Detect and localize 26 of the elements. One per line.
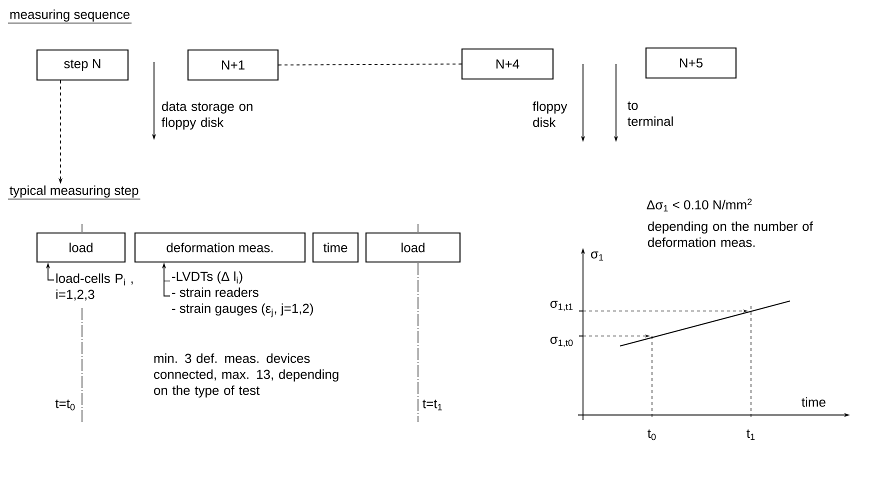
heading: typical measuring step [8,185,141,200]
tick-label: t$_{1}$ [746,429,755,440]
label: floppy disk [532,101,568,127]
phase-box: deformation meas. [134,232,306,263]
axis-label: time [802,397,826,407]
step-box: N+1 [187,49,279,81]
tick-label: σ$_{1,t1}$ [550,300,573,312]
formula-text: Δσ$_{1}$ < 0.10 N/mm$^{2}$ [646,198,752,212]
note-text: min. 3 def. meas. devices connected, max. 13, depending on the type of test [154,353,338,398]
note-text: depending on the number of deformation meas. [648,221,813,247]
label: t=t$_{1}$ [422,400,442,410]
label: to terminal [628,101,673,126]
step-box: N+4 [461,48,554,80]
label: data storage on floppy disk [162,101,252,130]
step-box: N+5 [645,47,737,79]
note-text: load-cells P$_{i}$ , i=1,2,3 [56,273,133,301]
phase-box: load [365,232,461,263]
phase-box: load [36,232,126,263]
note-list: -LVDTs (Δ l$_{i}$) - strain readers - strain gauges (ε$_{j}$, j=1,2) [172,271,313,318]
axis-label: σ$_{1}$ [591,252,604,260]
phase-box: time [312,232,359,263]
title: measuring sequence [8,9,132,24]
tick-label: t$_{0}$ [648,429,656,440]
step-box: step N [36,49,129,81]
tick-label: σ$_{1,t0}$ [550,336,573,348]
label: t=t$_{0}$ [55,400,75,410]
